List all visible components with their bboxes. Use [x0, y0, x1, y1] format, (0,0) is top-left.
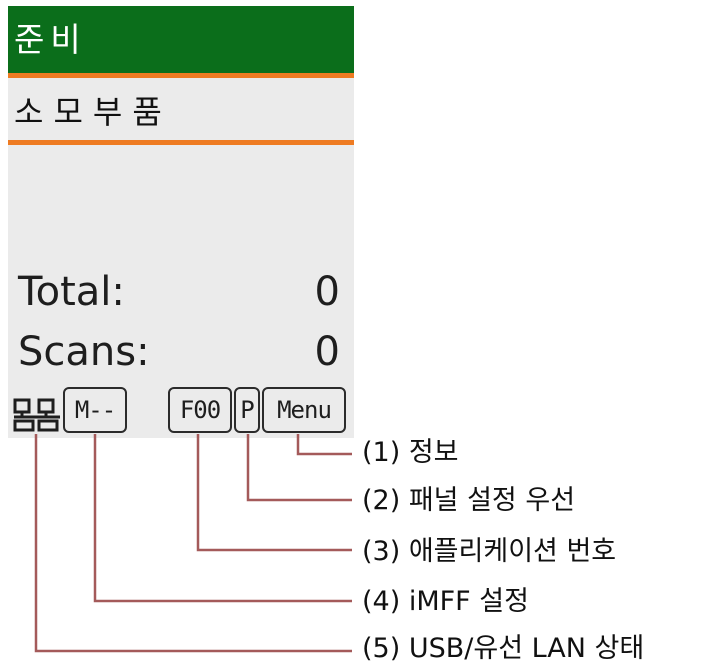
- total-value: 0: [314, 269, 340, 315]
- panel-priority-key[interactable]: P: [234, 387, 260, 433]
- leader-line-3: [196, 434, 352, 552]
- callout-panel-priority: (2) 패널 설정 우선: [362, 485, 576, 516]
- scans-counter-row: Scans: 0: [8, 328, 354, 376]
- total-counter-row: Total: 0: [8, 268, 354, 316]
- scans-value: 0: [314, 329, 340, 375]
- leader-line-5: [34, 434, 352, 653]
- callout-imff-setting: (4) iMFF 설정: [362, 586, 529, 617]
- callout-info: (1) 정보: [362, 437, 459, 468]
- menu-key[interactable]: Menu: [262, 387, 346, 433]
- network-lan-icon: [13, 398, 60, 432]
- callout-application-number: (3) 애플리케이션 번호: [362, 536, 617, 567]
- imff-setting-key[interactable]: M--: [63, 387, 127, 433]
- callout-usb-lan-status: (5) USB/유선 LAN 상태: [362, 633, 645, 664]
- screen-subtitle: 소모부품: [14, 93, 172, 131]
- leader-line-4: [93, 434, 352, 603]
- application-number-key[interactable]: F00: [168, 387, 232, 433]
- leader-line-2: [246, 434, 352, 502]
- title-bar: 준비: [8, 6, 354, 78]
- subtitle-divider: [8, 140, 354, 145]
- total-label: Total:: [18, 269, 125, 315]
- screen-title: 준비: [14, 20, 87, 59]
- lcd-panel: 준비 소모부품 Total: 0 Scans: 0 M-- F00 P Menu: [8, 6, 354, 438]
- leader-line-1: [296, 434, 352, 456]
- scans-label: Scans:: [18, 329, 150, 375]
